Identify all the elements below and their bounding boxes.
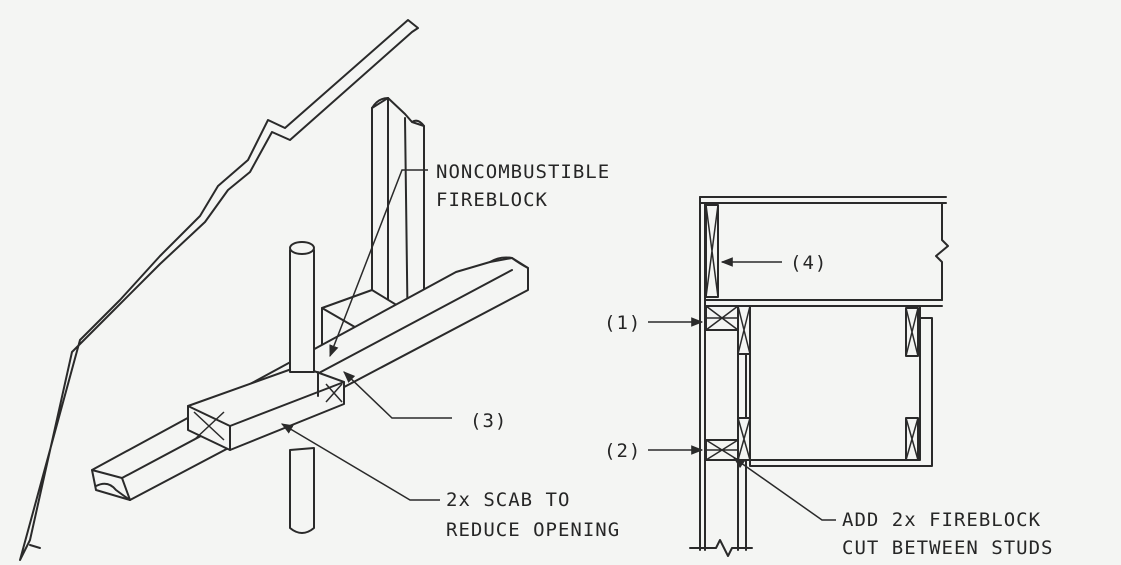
leader-add <box>733 457 836 521</box>
pipe <box>289 241 315 534</box>
wall-sheathing <box>19 19 419 561</box>
isometric-view <box>19 19 529 561</box>
label-scab-line2: REDUCE OPENING <box>446 519 621 541</box>
label-callout-1: (1) <box>604 312 642 334</box>
label-noncombustible: NONCOMBUSTIBLE <box>436 161 611 183</box>
label-fireblock: FIREBLOCK <box>436 189 548 211</box>
scab-block <box>187 365 345 451</box>
leader-noncombustible <box>329 169 428 358</box>
label-add-line1: ADD 2x FIREBLOCK <box>842 509 1042 531</box>
leader-scab <box>280 423 440 501</box>
label-add-line2: CUT BETWEEN STUDS <box>842 537 1054 559</box>
leader-3 <box>343 371 452 419</box>
label-callout-4: (4) <box>790 252 828 274</box>
label-callout-2: (2) <box>604 440 642 462</box>
label-scab-line1: 2x SCAB TO <box>446 489 571 511</box>
section-view <box>689 196 949 557</box>
label-callout-3: (3) <box>470 410 508 432</box>
